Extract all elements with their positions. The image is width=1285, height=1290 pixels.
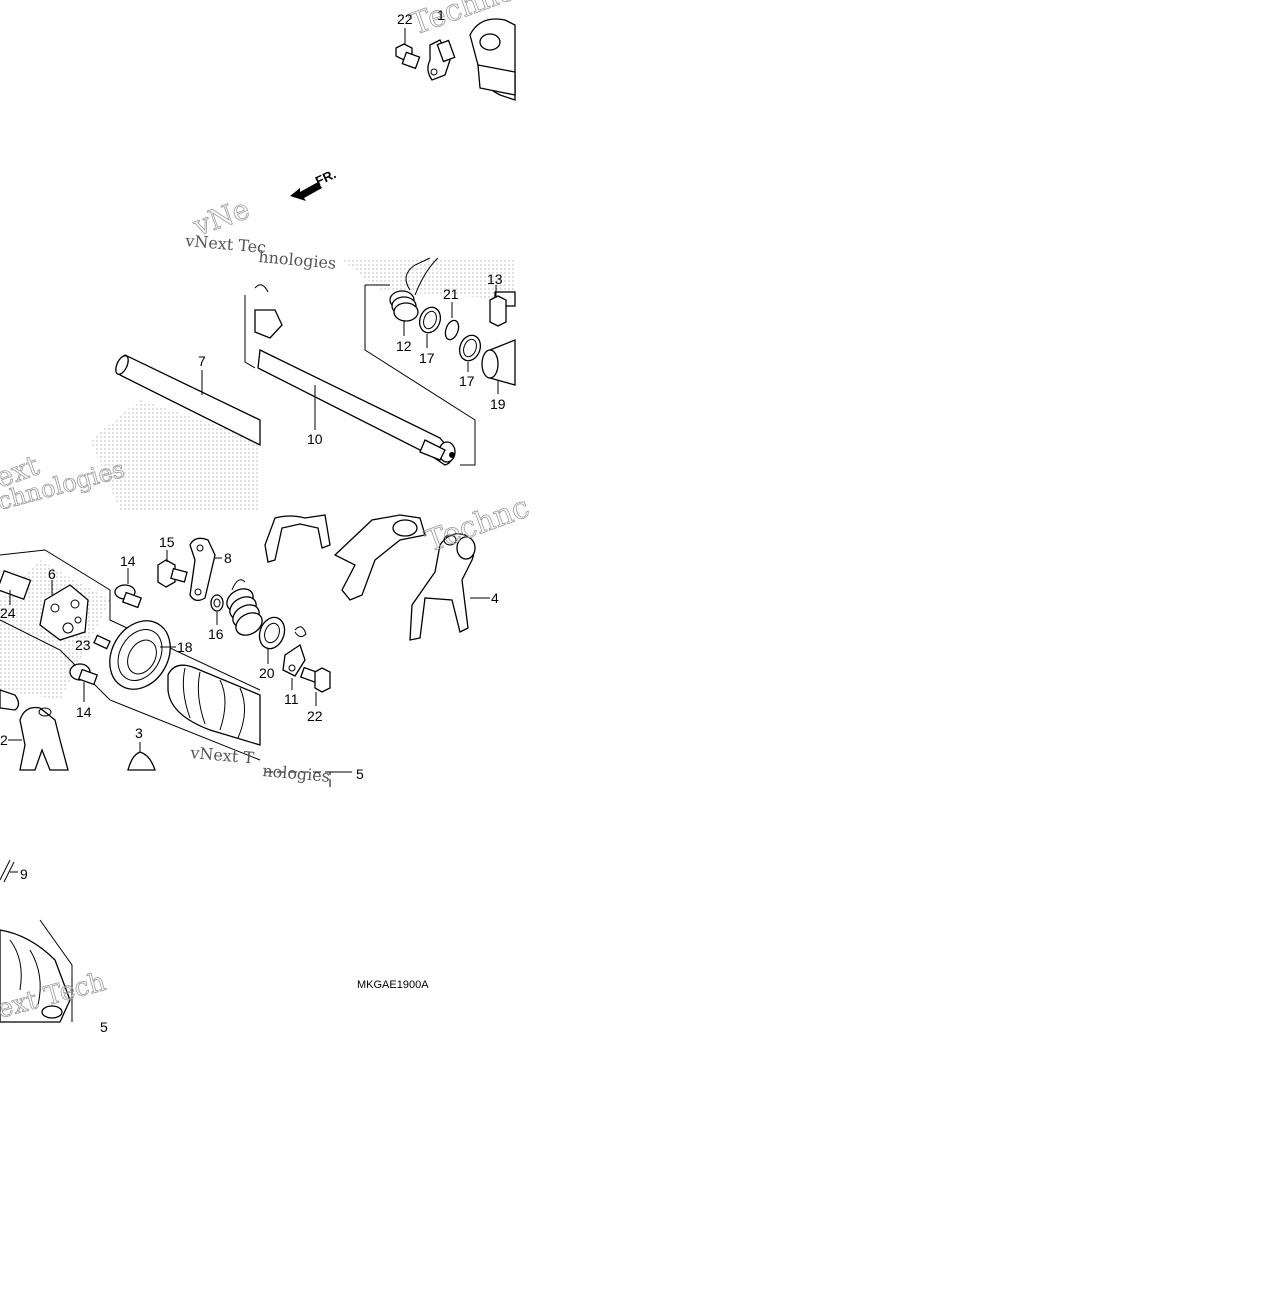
callout-2: 2 bbox=[0, 732, 8, 748]
callout-5-mid: 5 bbox=[356, 766, 364, 782]
callout-4: 4 bbox=[491, 590, 499, 606]
svg-text:vNext T: vNext T bbox=[189, 743, 255, 768]
callout-22-top: 22 bbox=[397, 11, 413, 27]
callout-24: 24 bbox=[0, 605, 16, 621]
direction-label: FR. bbox=[313, 166, 338, 188]
callout-7: 7 bbox=[198, 353, 206, 369]
callout-12: 12 bbox=[396, 338, 412, 354]
bolt-22-top bbox=[395, 28, 421, 70]
callout-19: 19 bbox=[490, 396, 506, 412]
svg-text:hnologies: hnologies bbox=[258, 247, 337, 273]
callout-20: 20 bbox=[259, 665, 275, 681]
callout-3: 3 bbox=[135, 725, 143, 741]
callout-14-lower: 14 bbox=[76, 704, 92, 720]
bolt-15 bbox=[157, 550, 188, 588]
callout-22-lower: 22 bbox=[307, 708, 323, 724]
callout-9: 9 bbox=[20, 866, 28, 882]
spring bbox=[226, 579, 263, 636]
fork-right-2 bbox=[333, 514, 426, 601]
callout-17-b: 17 bbox=[459, 373, 475, 389]
pin-23 bbox=[93, 634, 111, 650]
callout-23: 23 bbox=[75, 637, 91, 653]
callout-6: 6 bbox=[48, 566, 56, 582]
stopper-11 bbox=[282, 626, 307, 690]
svg-text:nologies: nologies bbox=[262, 761, 331, 786]
bearing-18 bbox=[109, 620, 176, 690]
fork-3 bbox=[127, 742, 156, 771]
washer-16 bbox=[210, 594, 224, 625]
callout-labels: 22 1 13 21 12 17 17 19 7 10 15 8 14 6 24… bbox=[0, 7, 506, 1035]
shift-drum bbox=[167, 664, 261, 746]
callout-16: 16 bbox=[208, 626, 224, 642]
part-1-shift-spindle bbox=[427, 18, 516, 101]
spring-12 bbox=[389, 257, 439, 336]
plate-8 bbox=[189, 537, 222, 602]
svg-text:Technc: Technc bbox=[421, 490, 534, 560]
callout-11: 11 bbox=[284, 691, 299, 707]
shift-drum-shaft-10 bbox=[244, 284, 476, 466]
callout-17-a: 17 bbox=[419, 350, 435, 366]
shift-drum-lower bbox=[0, 929, 71, 1023]
pin-9 bbox=[0, 859, 18, 883]
fork-2 bbox=[0, 689, 69, 771]
detent-part bbox=[254, 284, 283, 339]
callout-21: 21 bbox=[443, 286, 459, 302]
washers-17-clip-21 bbox=[418, 302, 482, 372]
callout-10: 10 bbox=[307, 431, 323, 447]
callout-14-top: 14 bbox=[120, 553, 136, 569]
bolt-14-lower bbox=[69, 663, 99, 702]
shaft-7 bbox=[115, 354, 261, 447]
front-direction-arrow: FR. bbox=[290, 166, 338, 201]
bolt-13-bearing-19 bbox=[481, 285, 516, 394]
callout-8: 8 bbox=[224, 550, 232, 566]
fork-4 bbox=[409, 533, 490, 641]
callout-1: 1 bbox=[437, 7, 445, 23]
callout-15: 15 bbox=[159, 534, 175, 550]
callout-18: 18 bbox=[177, 639, 193, 655]
callout-5-bottom: 5 bbox=[100, 1019, 108, 1035]
plate-6 bbox=[39, 580, 89, 641]
fork-right-1 bbox=[264, 514, 331, 563]
bolt-14-upper bbox=[114, 568, 143, 609]
callout-13: 13 bbox=[487, 271, 503, 287]
bolt-24 bbox=[0, 569, 32, 605]
seal-20 bbox=[258, 616, 286, 664]
watermarks: Techno vNext Tec vNe hnologies ext chnol… bbox=[0, 0, 534, 1025]
bolt-22-lower bbox=[299, 666, 331, 706]
diagram-code: MKGAE1900A bbox=[357, 979, 429, 991]
svg-text:vNext Tec: vNext Tec bbox=[184, 231, 267, 257]
